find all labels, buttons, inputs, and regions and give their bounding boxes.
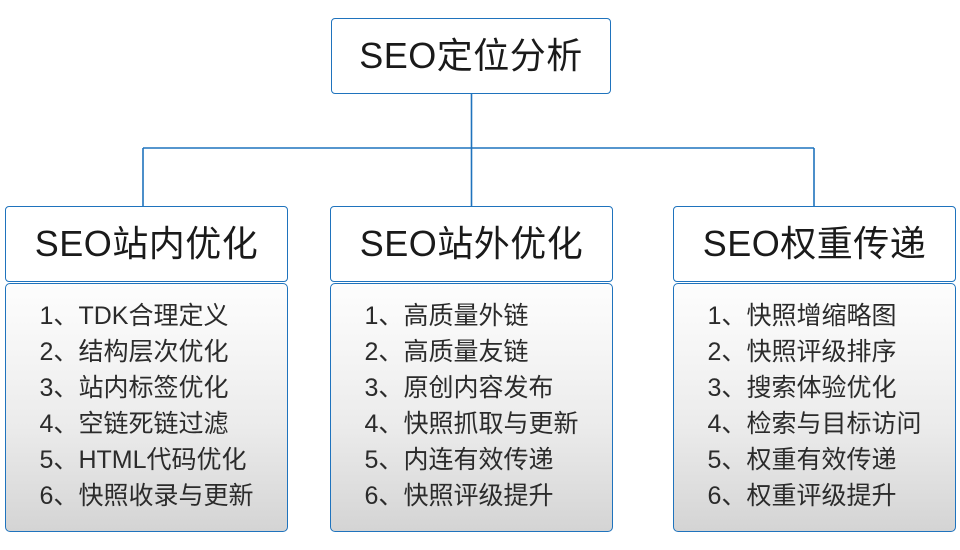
list-item-label: 搜索体验优化 bbox=[746, 374, 897, 402]
branch-header-seo-offsite[interactable]: SEO站外优化 bbox=[330, 206, 613, 282]
item-list: 1、快照增缩略图 2、快照评级排序 3、搜索体验优化 4、检索与目标访问 5、权… bbox=[708, 298, 922, 514]
list-item: 2、快照评级排序 bbox=[708, 334, 922, 370]
list-item: 5、权重有效传递 bbox=[708, 442, 922, 478]
list-item-index: 5、 bbox=[707, 446, 747, 474]
item-list: 1、高质量外链 2、高质量友链 3、原创内容发布 4、快照抓取与更新 5、内连有… bbox=[365, 298, 579, 514]
branch-header-label: SEO权重传递 bbox=[702, 223, 927, 264]
list-item-index: 4、 bbox=[39, 410, 79, 438]
branch-column-seo-onsite: SEO站内优化 1、TDK合理定义 2、结构层次优化 3、站内标签优化 4、空链… bbox=[5, 206, 288, 532]
list-item-index: 2、 bbox=[39, 338, 79, 366]
list-item-label: 权重有效传递 bbox=[746, 446, 897, 474]
list-item-index: 4、 bbox=[364, 410, 404, 438]
branch-body-seo-offsite: 1、高质量外链 2、高质量友链 3、原创内容发布 4、快照抓取与更新 5、内连有… bbox=[330, 283, 613, 532]
list-item-index: 5、 bbox=[39, 446, 79, 474]
branch-body-seo-onsite: 1、TDK合理定义 2、结构层次优化 3、站内标签优化 4、空链死链过滤 5、H… bbox=[5, 283, 288, 532]
list-item: 2、高质量友链 bbox=[365, 334, 579, 370]
list-item-index: 3、 bbox=[707, 374, 747, 402]
list-item: 5、内连有效传递 bbox=[365, 442, 579, 478]
branch-header-label: SEO站外优化 bbox=[359, 223, 584, 264]
branch-header-seo-weight[interactable]: SEO权重传递 bbox=[673, 206, 956, 282]
list-item-label: 快照评级排序 bbox=[746, 338, 897, 366]
root-node-label: SEO定位分析 bbox=[359, 35, 583, 76]
list-item: 1、TDK合理定义 bbox=[40, 298, 254, 334]
branch-body-seo-weight: 1、快照增缩略图 2、快照评级排序 3、搜索体验优化 4、检索与目标访问 5、权… bbox=[673, 283, 956, 532]
list-item-index: 1、 bbox=[707, 302, 747, 330]
list-item: 2、结构层次优化 bbox=[40, 334, 254, 370]
list-item: 3、搜索体验优化 bbox=[708, 370, 922, 406]
list-item-label: 快照增缩略图 bbox=[746, 302, 897, 330]
list-item: 3、站内标签优化 bbox=[40, 370, 254, 406]
list-item-label: 检索与目标访问 bbox=[746, 410, 922, 438]
list-item-label: 快照评级提升 bbox=[403, 482, 554, 510]
list-item-label: 内连有效传递 bbox=[403, 446, 554, 474]
list-item: 5、HTML代码优化 bbox=[40, 442, 254, 478]
branch-column-seo-weight: SEO权重传递 1、快照增缩略图 2、快照评级排序 3、搜索体验优化 4、检索与… bbox=[673, 206, 956, 532]
list-item: 4、空链死链过滤 bbox=[40, 406, 254, 442]
branch-header-label: SEO站内优化 bbox=[34, 223, 259, 264]
list-item-index: 1、 bbox=[364, 302, 404, 330]
root-node[interactable]: SEO定位分析 bbox=[331, 18, 611, 94]
list-item: 3、原创内容发布 bbox=[365, 370, 579, 406]
list-item-index: 5、 bbox=[364, 446, 404, 474]
list-item-label: 结构层次优化 bbox=[78, 338, 229, 366]
item-list: 1、TDK合理定义 2、结构层次优化 3、站内标签优化 4、空链死链过滤 5、H… bbox=[40, 298, 254, 514]
list-item: 6、权重评级提升 bbox=[708, 478, 922, 514]
list-item-label: 原创内容发布 bbox=[403, 374, 554, 402]
list-item-label: 权重评级提升 bbox=[746, 482, 897, 510]
list-item-index: 2、 bbox=[364, 338, 404, 366]
branch-column-seo-offsite: SEO站外优化 1、高质量外链 2、高质量友链 3、原创内容发布 4、快照抓取与… bbox=[330, 206, 613, 532]
list-item-label: TDK合理定义 bbox=[78, 302, 229, 330]
list-item: 1、快照增缩略图 bbox=[708, 298, 922, 334]
list-item-index: 6、 bbox=[364, 482, 404, 510]
list-item-index: 2、 bbox=[707, 338, 747, 366]
list-item-label: 站内标签优化 bbox=[78, 374, 229, 402]
list-item-label: 空链死链过滤 bbox=[78, 410, 229, 438]
list-item-label: HTML代码优化 bbox=[78, 446, 247, 474]
list-item-index: 6、 bbox=[707, 482, 747, 510]
list-item-index: 3、 bbox=[364, 374, 404, 402]
list-item-label: 高质量友链 bbox=[403, 338, 529, 366]
list-item: 6、快照收录与更新 bbox=[40, 478, 254, 514]
list-item-label: 高质量外链 bbox=[403, 302, 529, 330]
list-item: 4、快照抓取与更新 bbox=[365, 406, 579, 442]
list-item-index: 1、 bbox=[39, 302, 79, 330]
branch-header-seo-onsite[interactable]: SEO站内优化 bbox=[5, 206, 288, 282]
list-item-index: 4、 bbox=[707, 410, 747, 438]
list-item-label: 快照收录与更新 bbox=[78, 482, 254, 510]
list-item-index: 6、 bbox=[39, 482, 79, 510]
list-item: 1、高质量外链 bbox=[365, 298, 579, 334]
list-item: 6、快照评级提升 bbox=[365, 478, 579, 514]
list-item-label: 快照抓取与更新 bbox=[403, 410, 579, 438]
list-item: 4、检索与目标访问 bbox=[708, 406, 922, 442]
list-item-index: 3、 bbox=[39, 374, 79, 402]
